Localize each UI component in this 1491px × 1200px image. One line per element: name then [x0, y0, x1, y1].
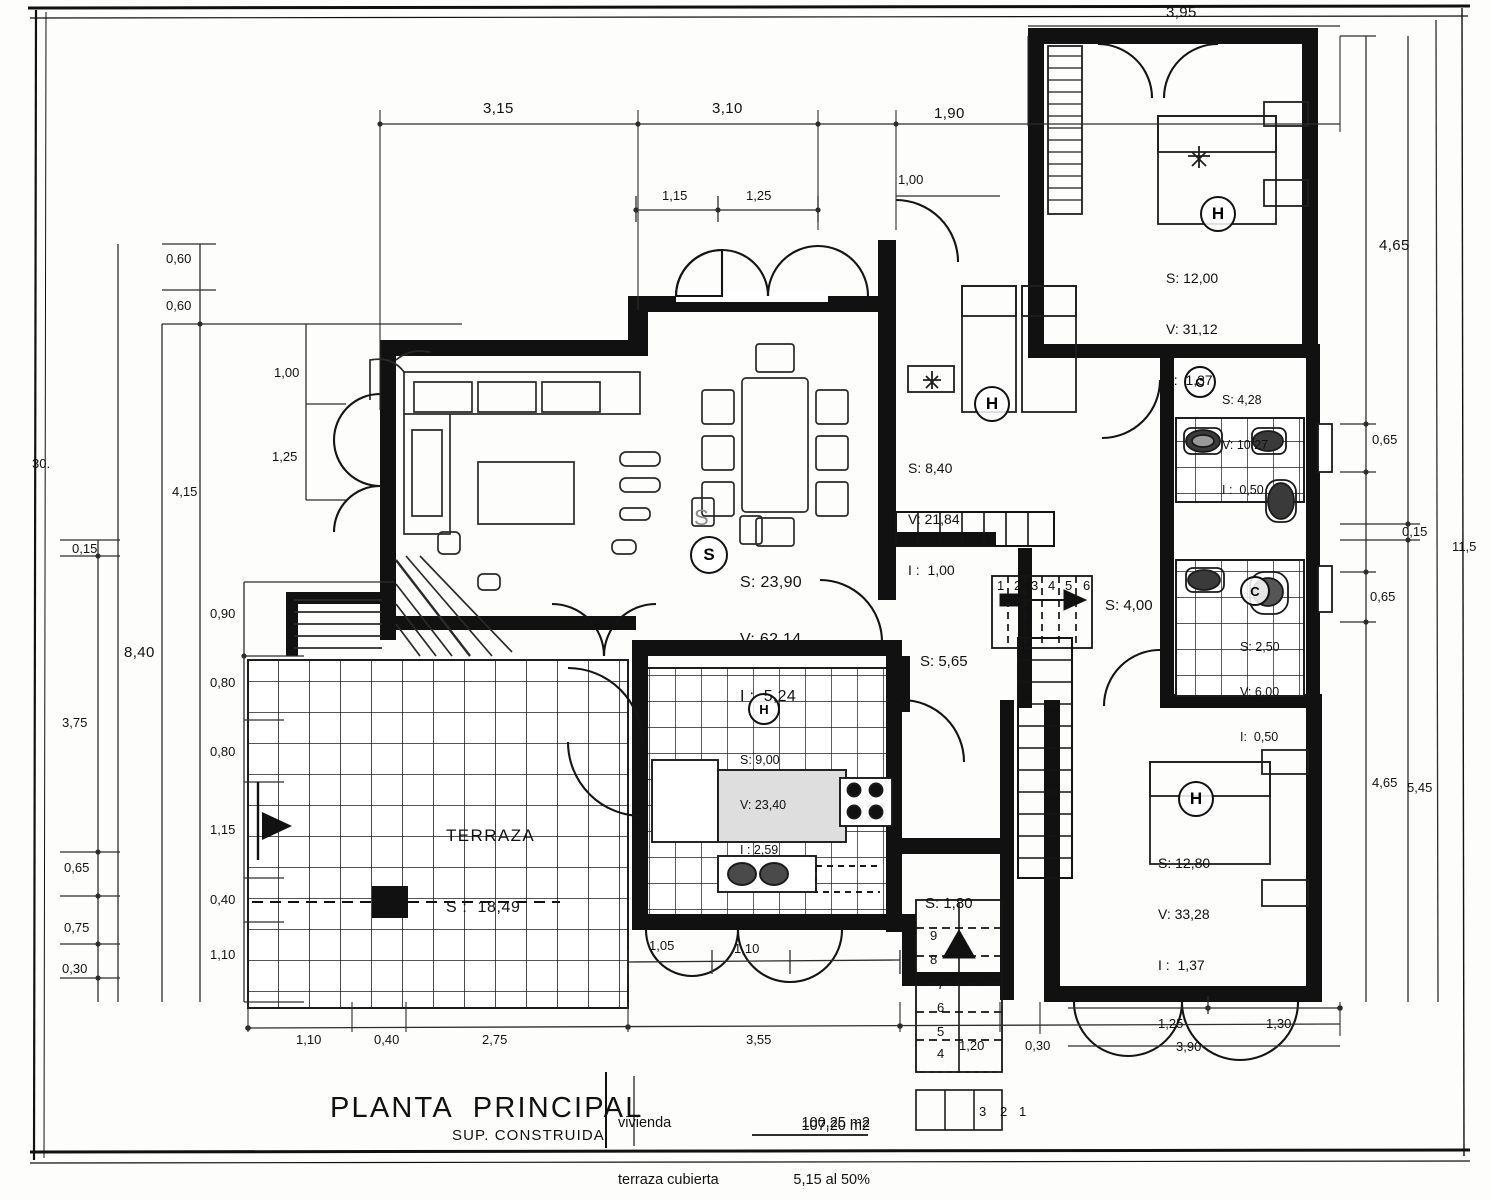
- stair-step-number: 9: [930, 928, 938, 943]
- dimension-label: 0,80: [210, 675, 236, 690]
- stair-step-number: 4: [937, 1046, 945, 1061]
- dimension-label: 1,25: [746, 188, 772, 203]
- room-info-bano-1: S: 4,28 V: 10,27 I : 0,50: [1222, 393, 1269, 497]
- dimension-label: 1,90: [934, 105, 965, 122]
- stair-step-number: 6: [1083, 578, 1091, 593]
- room-info-cocina: S: 9,00 V: 23,40 I : 2,59: [740, 753, 787, 857]
- terraza-floor: [247, 659, 629, 1009]
- dimension-label: 0,90: [210, 606, 236, 621]
- terraza-label: TERRAZA S : 18,49: [446, 826, 536, 916]
- stair-step-number: 2: [1000, 1104, 1008, 1119]
- dimension-label: 3,15: [483, 100, 514, 117]
- dimension-label: 8,40: [124, 644, 155, 661]
- title-block-total: 107,20 m2: [801, 1118, 870, 1134]
- dimension-label: 3,90: [1176, 1039, 1202, 1054]
- stair-step-number: 8: [930, 952, 938, 967]
- terrace-arrow: [256, 782, 292, 860]
- bathroom-fixtures: [1175, 417, 1333, 697]
- interior-thin-lines: [294, 343, 849, 657]
- dimension-label: 3,10: [712, 100, 743, 117]
- stair-distribuidor: [991, 575, 1093, 649]
- title-block-values: 100,25 m2 5,15 al 50% 1,80 al 50%: [793, 1115, 870, 1188]
- dimension-label: 1,15: [210, 822, 236, 837]
- salon-sketch-mark: S: [694, 505, 709, 530]
- stair-step-number: 2: [1014, 578, 1022, 593]
- room-tag-bano-1: C: [1184, 366, 1216, 398]
- page-title: PLANTA PRINCIPAL: [330, 1092, 644, 1124]
- dimension-label: 1,25: [1158, 1016, 1184, 1031]
- room-tag-dormitorio-principal: H: [1200, 196, 1236, 232]
- stair-step-number: 3: [979, 1104, 987, 1119]
- dimension-label: 4,15: [172, 484, 198, 499]
- dimension-label: 2,75: [482, 1032, 508, 1047]
- area-porche-entrada: S: 1,80: [925, 895, 973, 912]
- room-tag-cocina: H: [748, 693, 780, 725]
- dimension-label: 1,00: [898, 172, 924, 187]
- dimension-label: 0,80: [210, 744, 236, 759]
- page-subtitle: SUP. CONSTRUIDA: [452, 1127, 605, 1144]
- room-tag-dormitorio-centro: H: [974, 386, 1010, 422]
- dimension-label: 30.: [32, 456, 51, 471]
- room-tag-bano-2: C: [1240, 576, 1270, 606]
- walls: [286, 28, 1322, 1002]
- dimension-label: 0,75: [64, 920, 90, 935]
- room-info-salon: S: 23,90 V: 62,14 I : 5,24: [740, 574, 803, 705]
- area-distribuidor: S: 4,00: [1105, 597, 1153, 614]
- door-swings: [332, 42, 1300, 1062]
- title-block-rules: [605, 1072, 868, 1148]
- dimension-label: 0,65: [1372, 432, 1398, 447]
- dimension-label: 0,40: [374, 1032, 400, 1047]
- room-info-dormitorio-principal: S: 12,00 V: 31,12 I : 1,37: [1166, 270, 1219, 388]
- dimension-label: 0,65: [64, 860, 90, 875]
- sheet-frame: [27, 4, 1471, 1164]
- dimension-label: 0,65: [1370, 589, 1396, 604]
- dimension-label: 0,30: [62, 961, 88, 976]
- dimension-label: 0,30: [1025, 1038, 1051, 1053]
- dimension-label: 1,10: [734, 941, 760, 956]
- dimension-label: 3,95: [1166, 4, 1197, 21]
- dimension-label: 1,00: [274, 365, 300, 380]
- stair-step-number: 7: [937, 977, 945, 992]
- stair-step-number: 6: [937, 1000, 945, 1015]
- stair-entry: [915, 899, 1003, 1131]
- room-info-dormitorio-centro: S: 8,40 V: 21,84 I : 1,00: [908, 460, 960, 578]
- dimension-label: 4,65: [1372, 775, 1398, 790]
- dimension-label: 1,10: [296, 1032, 322, 1047]
- dimension-label: 11,5: [1452, 539, 1477, 554]
- dimension-label: 3,75: [62, 715, 88, 730]
- stair-upper: [895, 511, 1055, 547]
- room-tag-salon: S: [690, 536, 728, 574]
- dimension-label: 1,30: [1266, 1016, 1292, 1031]
- dimension-label: 0,40: [210, 892, 236, 907]
- stair-right-flight: [1017, 637, 1073, 879]
- room-tag-dormitorio-sur: H: [1178, 781, 1214, 817]
- kitchen-fittings: [651, 759, 893, 893]
- dimension-label: 1,20: [959, 1038, 985, 1053]
- dimension-lines: [60, 19, 1439, 1047]
- dimension-label: 1,15: [662, 188, 688, 203]
- dimension-label: 0,15: [1402, 524, 1428, 539]
- title-block-labels: vivienda terraza cubierta porche entrada: [618, 1115, 719, 1188]
- room-info-bano-2: S: 2,50 V: 6,00 I: 0,50: [1240, 640, 1280, 744]
- room-info-dormitorio-sur: S: 12,80 V: 33,28 I : 1,37: [1158, 855, 1211, 973]
- stair-step-number: 1: [1019, 1104, 1027, 1119]
- dimension-label: 1,25: [272, 449, 298, 464]
- stair-step-number: 5: [937, 1024, 945, 1039]
- dimension-label: 0,15: [72, 541, 98, 556]
- area-pasillo: S: 5,65: [920, 653, 968, 670]
- dimension-ticks: [95, 121, 1411, 1031]
- dimension-label: 1,05: [649, 938, 675, 953]
- dimension-label: 3,55: [746, 1032, 772, 1047]
- stair-step-number: 5: [1065, 578, 1073, 593]
- stair-step-number: 4: [1048, 578, 1056, 593]
- dimension-label: 4,65: [1379, 237, 1410, 254]
- dimension-label: 0,60: [166, 251, 192, 266]
- dimension-label: 0,60: [166, 298, 192, 313]
- stair-step-number: 1: [997, 578, 1005, 593]
- dimension-label: 5,45: [1407, 780, 1433, 795]
- stair-step-number: 3: [1031, 578, 1039, 593]
- dimension-label: 1,10: [210, 947, 236, 962]
